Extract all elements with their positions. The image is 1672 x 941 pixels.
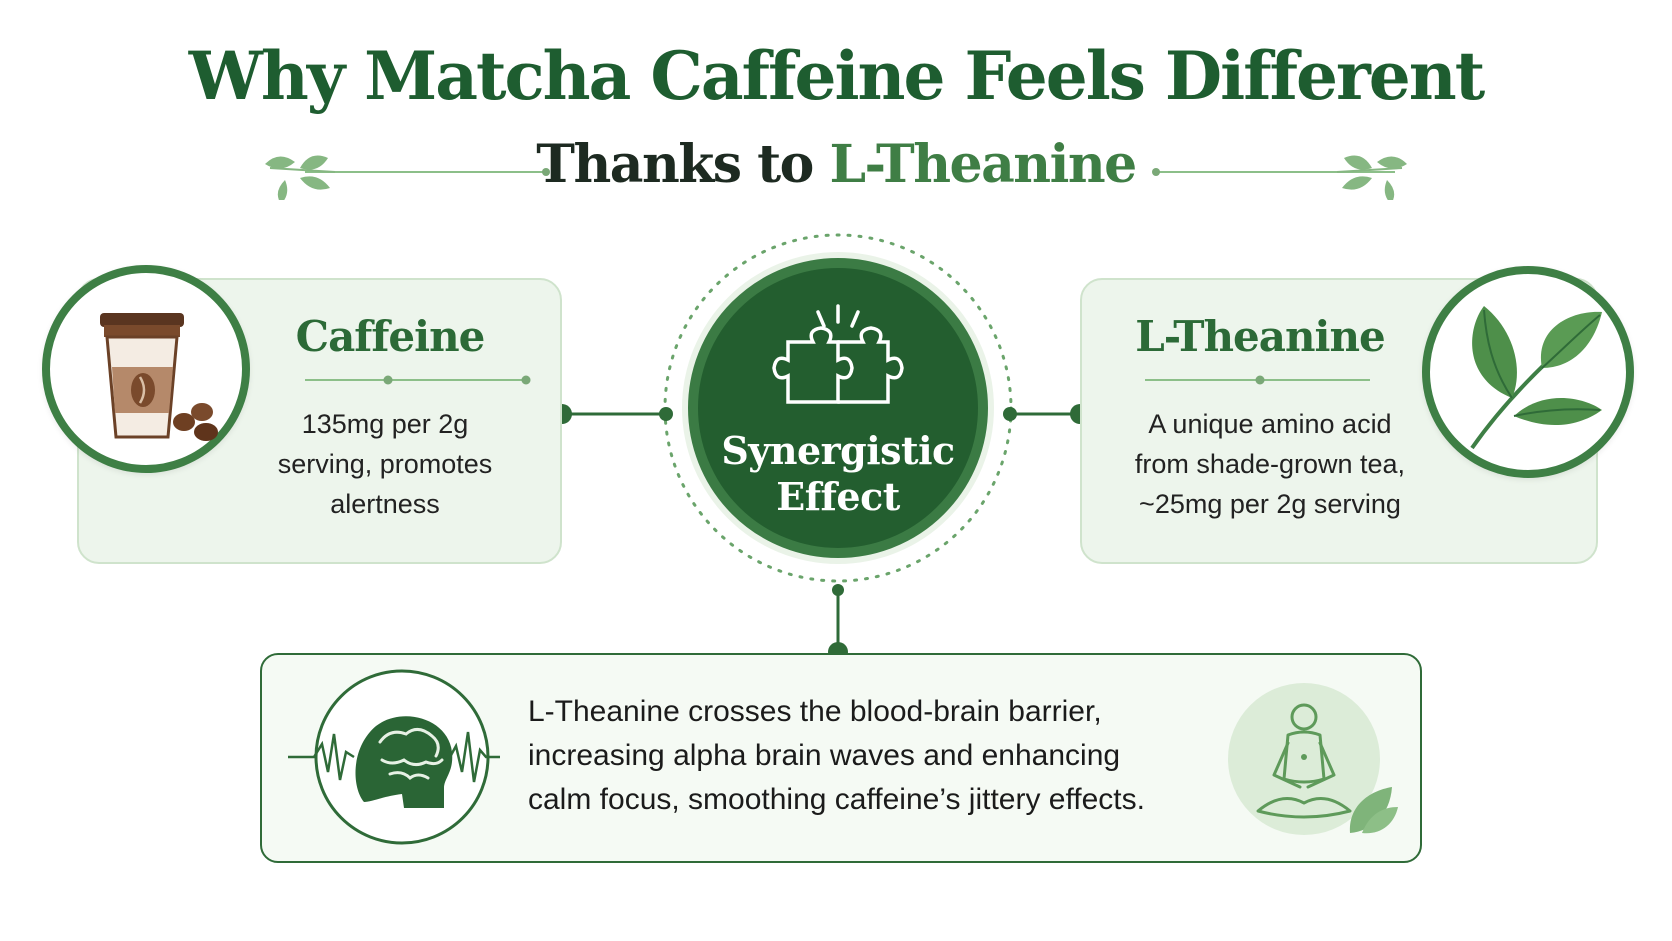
l-theanine-line: ~25mg per 2g serving bbox=[1139, 489, 1401, 519]
left-leaf-sprig-icon bbox=[265, 155, 336, 200]
subtitle-prefix: Thanks to bbox=[536, 134, 830, 195]
meditation-icon bbox=[1228, 683, 1398, 835]
l-theanine-description: A unique amino acid from shade-grown tea… bbox=[1095, 404, 1445, 524]
tea-leaf-icon bbox=[1470, 306, 1602, 450]
coffee-cup-icon bbox=[100, 313, 218, 441]
caffeine-description: 135mg per 2g serving, promotes alertness bbox=[240, 404, 530, 524]
caffeine-heading: Caffeine bbox=[295, 312, 486, 361]
page-title: Why Matcha Caffeine Feels Different bbox=[188, 37, 1486, 115]
l-theanine-heading: L-Theanine bbox=[1135, 312, 1386, 361]
brain-waves-icon bbox=[288, 669, 500, 845]
puzzle-icon bbox=[772, 304, 904, 404]
caffeine-heading-divider bbox=[305, 375, 531, 385]
l-theanine-line: from shade-grown tea, bbox=[1134, 449, 1406, 479]
caffeine-line: 135mg per 2g bbox=[301, 409, 469, 439]
effect-line: L-Theanine crosses the blood-brain barri… bbox=[528, 695, 1102, 728]
effect-description: L-Theanine crosses the blood-brain barri… bbox=[528, 690, 1268, 822]
caffeine-line: serving, promotes bbox=[277, 449, 493, 479]
synergy-label: Synergistic Effect bbox=[688, 428, 988, 520]
subtitle-divider bbox=[265, 155, 1407, 200]
caffeine-line: alertness bbox=[330, 489, 440, 519]
effect-line: calm focus, smoothing caffeine’s jittery… bbox=[528, 783, 1145, 816]
l-theanine-line: A unique amino acid bbox=[1148, 409, 1392, 439]
synergy-line: Effect bbox=[776, 474, 900, 519]
subtitle-accent: L-Theanine bbox=[829, 134, 1137, 195]
l-theanine-heading-divider bbox=[1145, 375, 1370, 385]
effect-line: increasing alpha brain waves and enhanci… bbox=[528, 739, 1121, 772]
synergy-line: Synergistic bbox=[721, 428, 955, 473]
synergy-hub bbox=[688, 258, 988, 558]
page-subtitle: Thanks to L-Theanine bbox=[0, 120, 1672, 210]
l-theanine-icon-circle bbox=[1422, 266, 1634, 478]
right-leaf-sprig-icon bbox=[1336, 155, 1407, 200]
